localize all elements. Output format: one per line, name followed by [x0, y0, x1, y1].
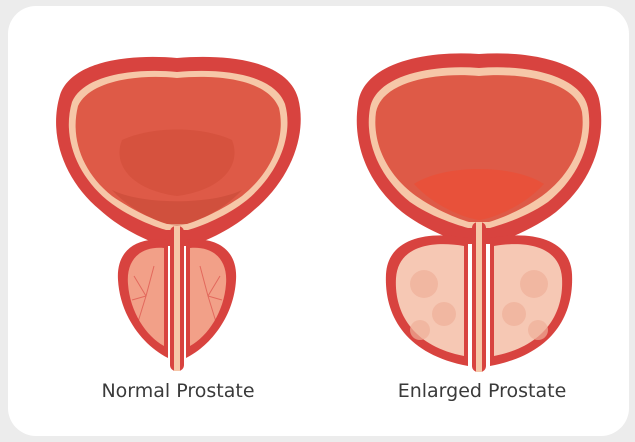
normal-prostate-illustration	[42, 40, 312, 380]
diagram-card: Normal Prostate Enlarged Prostate	[8, 6, 629, 436]
enlarged-prostate-illustration	[344, 34, 614, 380]
enlarged-prostate-caption: Enlarged Prostate	[362, 380, 602, 402]
normal-prostate-caption: Normal Prostate	[68, 380, 288, 402]
